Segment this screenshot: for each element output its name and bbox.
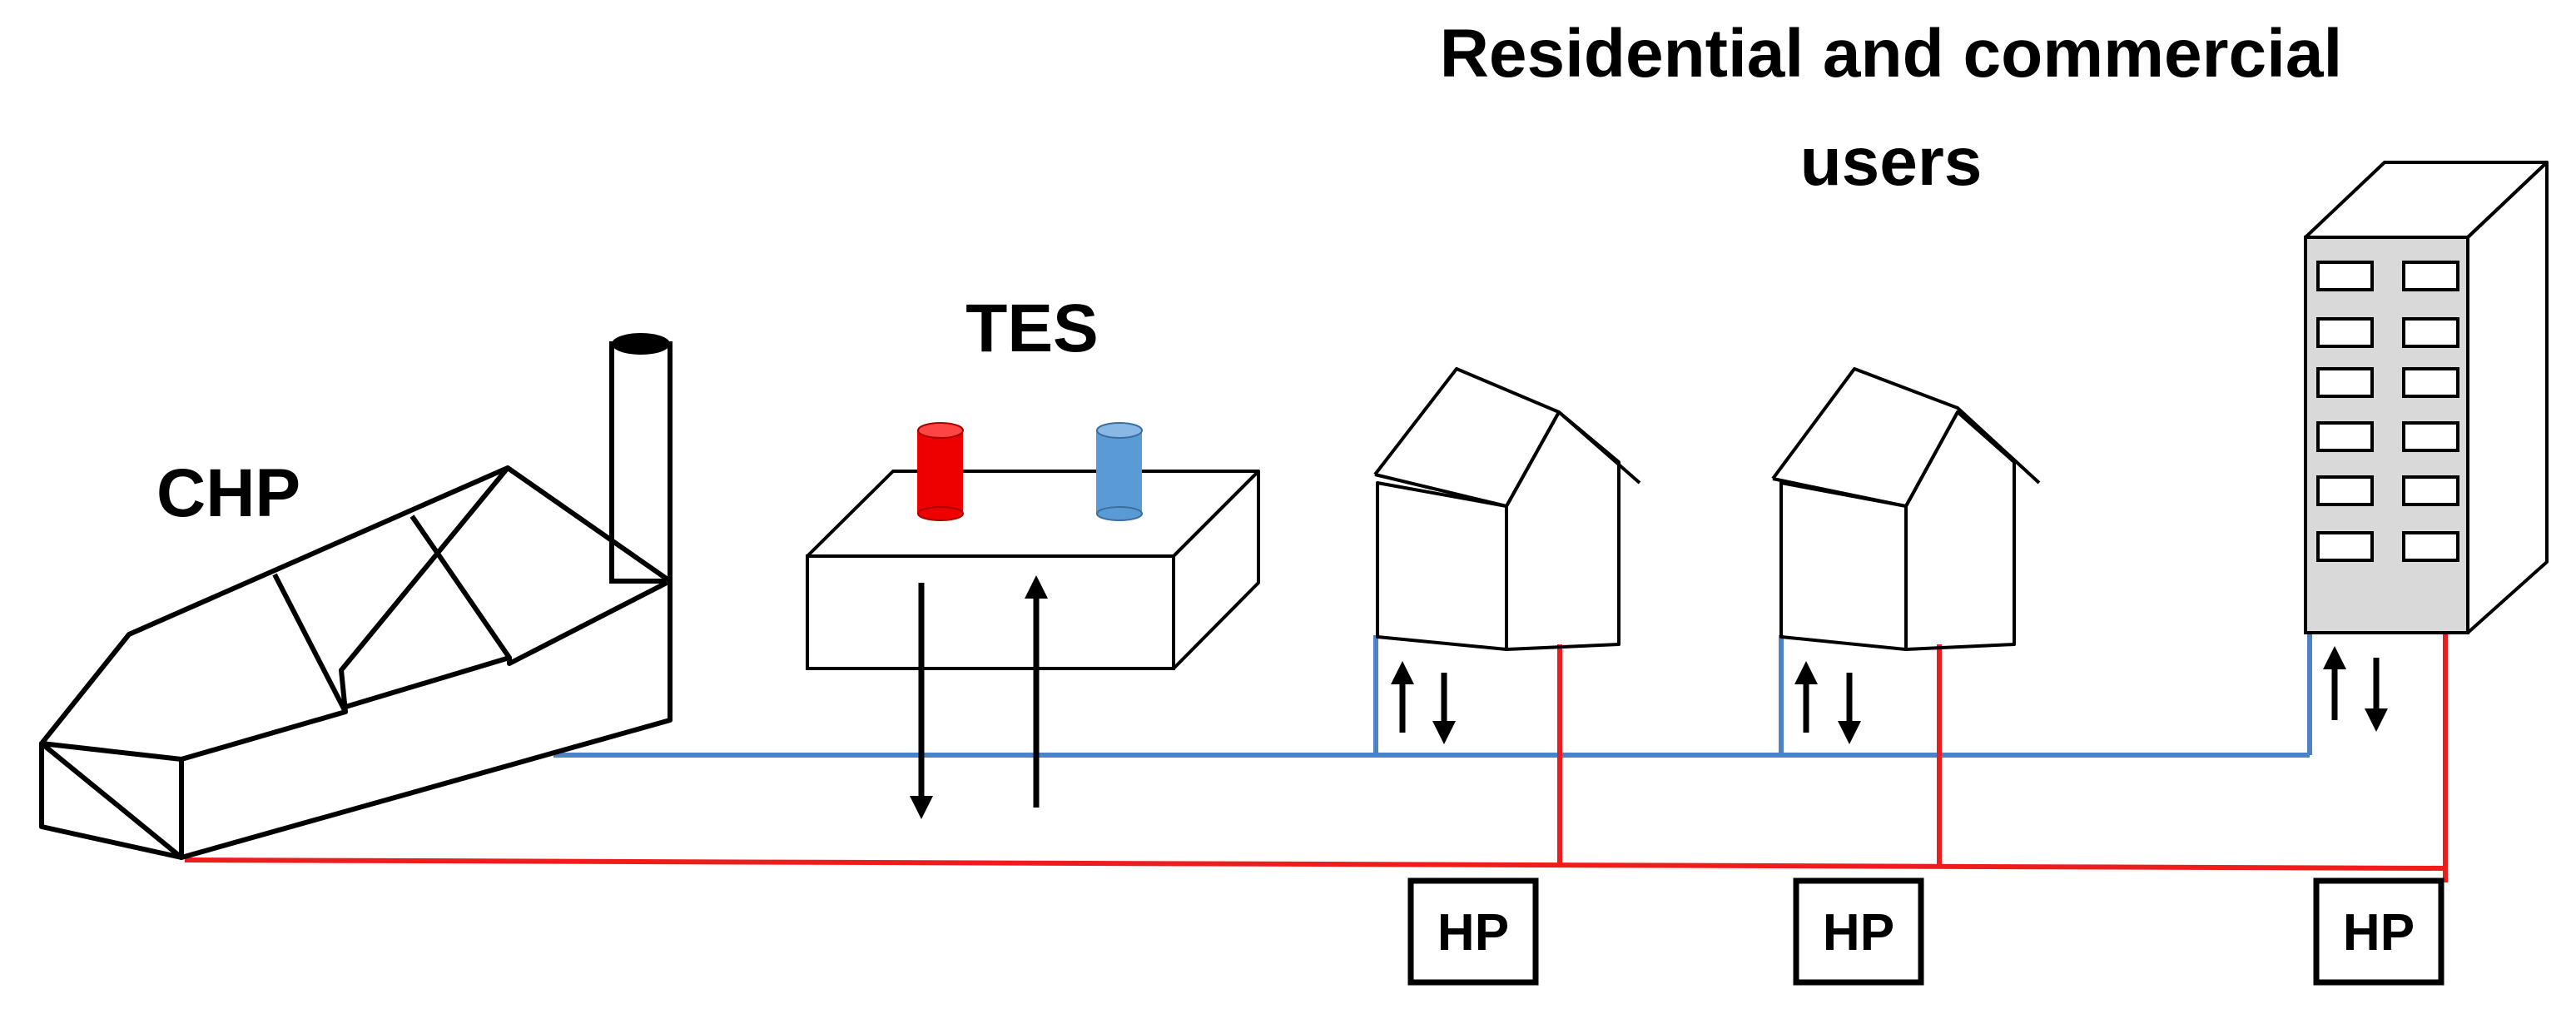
house-2-front (1779, 481, 1908, 651)
chp-roof-panel-2 (272, 573, 348, 713)
hot-storage-cylinder (917, 422, 964, 521)
building-windows (2316, 261, 2459, 562)
heat-pump-2: HP (1793, 877, 1924, 986)
chp-chimney-top (612, 333, 670, 355)
chp-plant (39, 333, 673, 860)
house-1 (1373, 367, 1641, 744)
hot-supply-main (184, 857, 2446, 871)
tes-front (806, 554, 1175, 670)
cold-storage-cylinder (1096, 422, 1143, 521)
cold-pipe-network (553, 633, 2312, 758)
users-title-line-1: Residential and commercial (1440, 16, 2343, 92)
chp-body-end (39, 741, 184, 860)
chp-roof-panels (181, 466, 510, 762)
chp-roof-panel-4 (342, 655, 510, 710)
users-title-line-2: users (1800, 124, 1983, 200)
hp1-label: HP (1437, 904, 1509, 962)
commercial-building (2304, 161, 2549, 732)
hp2-label: HP (1823, 904, 1894, 962)
tes-side (1172, 470, 1260, 670)
house-1-front (1376, 481, 1508, 651)
house-1-roof-front (1374, 411, 1561, 508)
heat-pump-1: HP (1407, 877, 1539, 986)
chp-roof (39, 465, 673, 860)
building-side (2466, 161, 2549, 634)
house-2-roof (1771, 367, 2041, 485)
house-2 (1771, 367, 2041, 744)
tes-top (806, 470, 1260, 558)
building-top (2304, 161, 2549, 239)
house-2-roof-front (1772, 411, 1959, 508)
house-2-side (1904, 410, 2016, 651)
hp3-label: HP (2343, 904, 2415, 962)
chp-label: CHP (156, 455, 300, 531)
tes-tank (806, 422, 1260, 819)
tes-label: TES (965, 291, 1098, 366)
house-1-roof (1373, 367, 1641, 485)
heat-pump-3: HP (2313, 877, 2444, 986)
chp-roof-panel-3 (409, 514, 672, 666)
hot-pipe-network (184, 633, 2448, 882)
